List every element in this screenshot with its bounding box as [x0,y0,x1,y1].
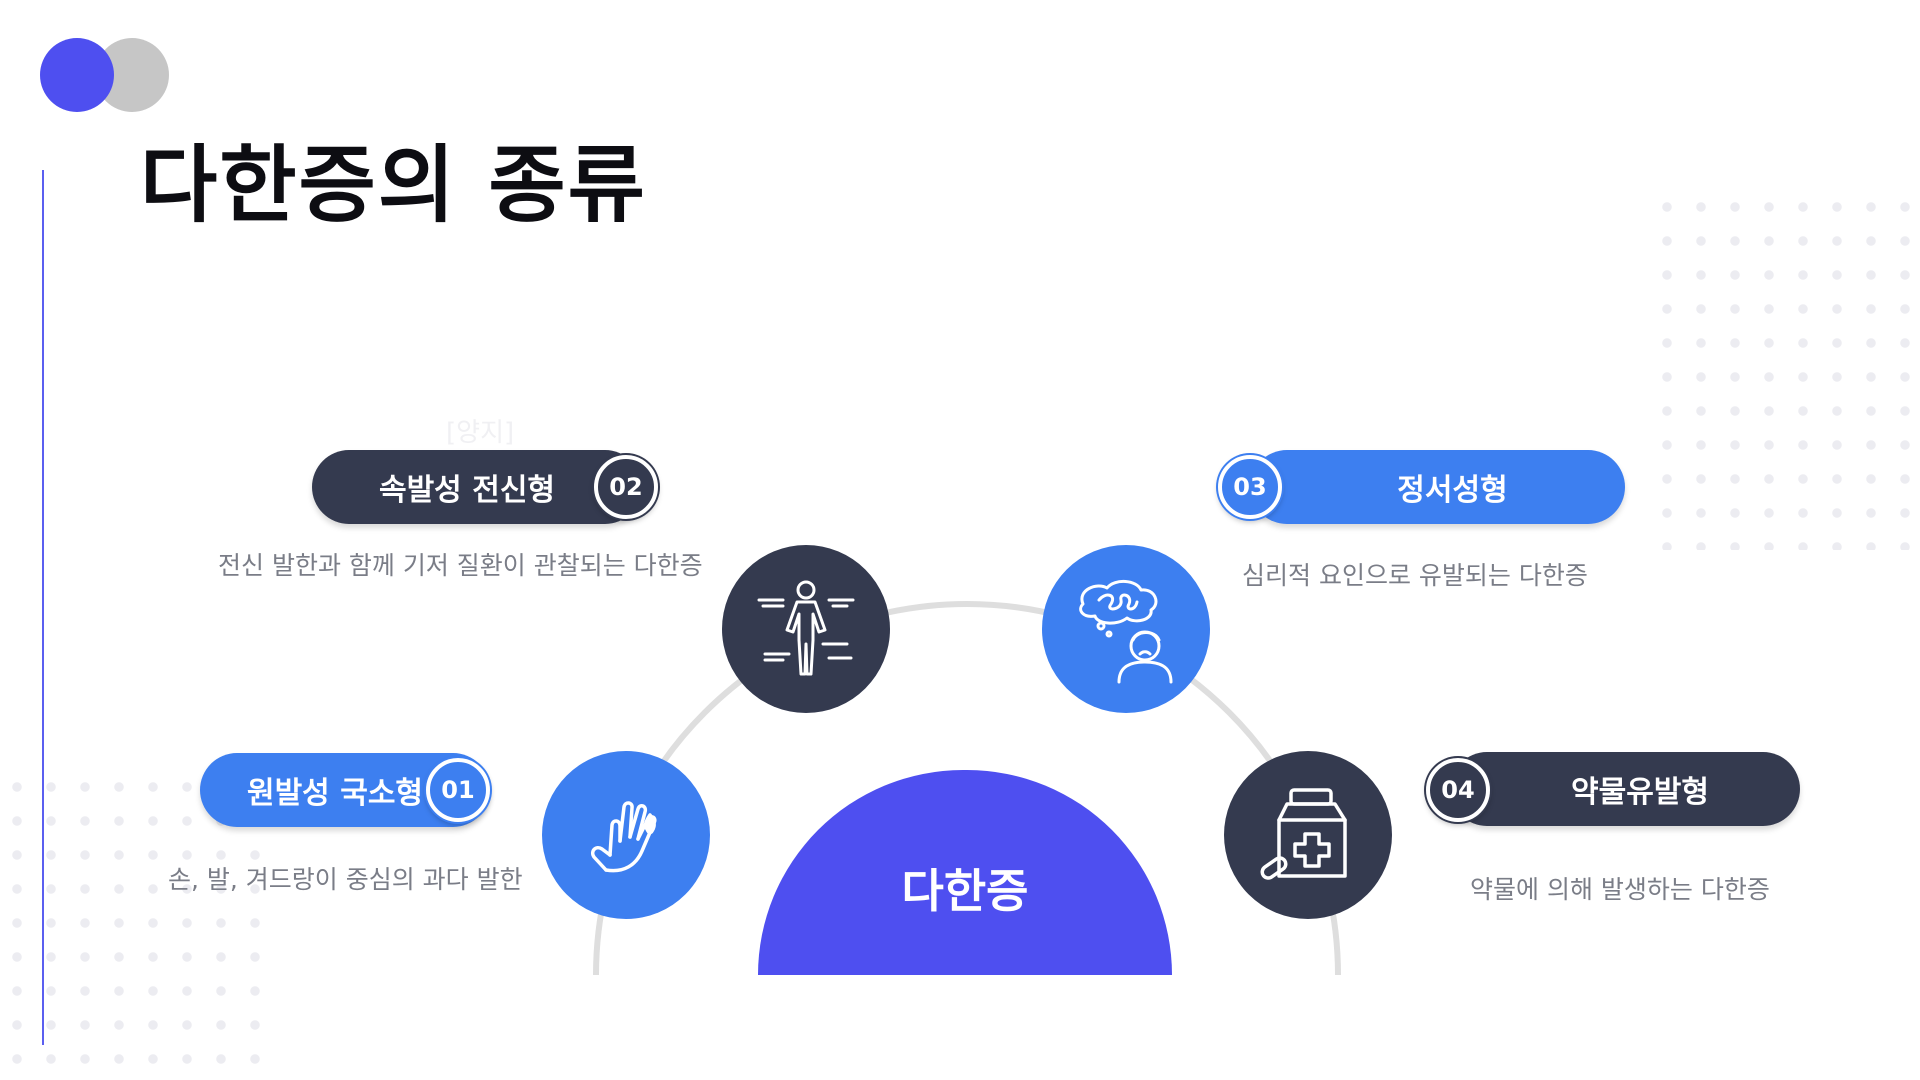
item-03-description: 심리적 요인으로 유발되는 다한증 [1242,561,1588,590]
hand-droplet-icon [590,801,657,873]
decorative-blue-circle [40,38,114,112]
item-02-label: 속발성 전신형 [378,473,556,508]
item-03-pill: 정서성형 [1250,450,1625,524]
medicine-bottle-icon [1260,788,1347,880]
dot-pattern-top-right [1650,190,1920,550]
human-body-icon [757,580,855,676]
item-03-label: 정서성형 [1397,473,1508,508]
stressed-person-thought-icon [1079,580,1173,684]
item-04-number-badge: 04 [1426,758,1490,822]
item-04-label: 약물유발형 [1571,775,1709,810]
item-04-icon-circle [1224,751,1392,919]
item-02-icon-circle [722,545,890,713]
vertical-accent-line [42,170,44,1045]
item-02-number-badge: 02 [594,455,658,519]
page-title: 다한증의 종류 [140,136,647,234]
item-02-pill: 속발성 전신형 [312,450,642,524]
item-03-icon-circle [1042,545,1210,713]
item-01-description: 손, 발, 겨드랑이 중심의 과다 발한 [168,865,523,894]
faint-placeholder-text: [양지] [446,418,515,448]
center-hub-label: 다한증 [901,863,1029,918]
item-01-label: 원발성 국소형 [246,776,424,811]
item-04-pill: 약물유발형 [1450,752,1800,826]
item-01-icon-circle [542,751,710,919]
item-03-number-badge: 03 [1218,455,1282,519]
item-02-description: 전신 발한과 함께 기저 질환이 관찰되는 다한증 [218,551,703,580]
item-01-number-badge: 01 [426,758,490,822]
item-04-description: 약물에 의해 발생하는 다한증 [1470,875,1770,904]
